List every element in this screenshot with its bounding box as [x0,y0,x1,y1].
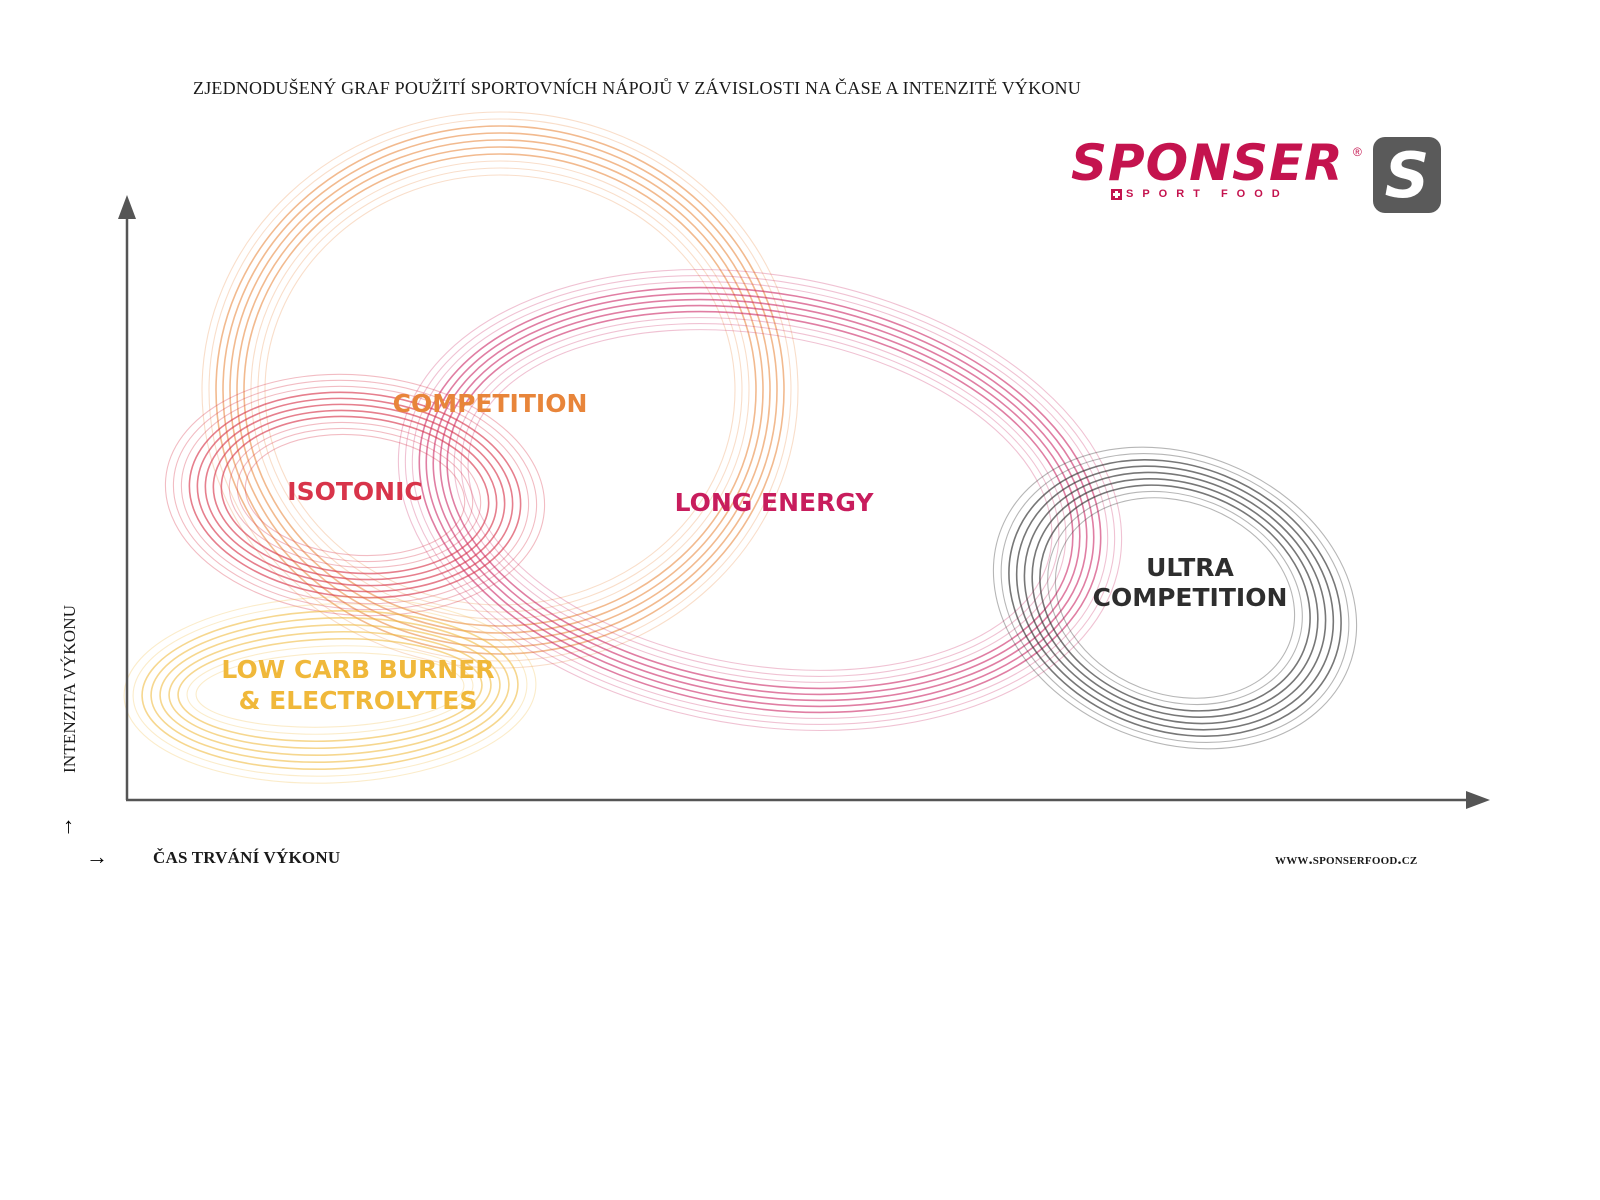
logo-wordmark: SPONSER [1071,134,1344,192]
isotonic-ring [228,421,482,569]
logo-tagline: SPORT FOOD [1126,188,1289,200]
isotonic-ring [204,403,506,587]
ultra-competition-ring [1000,452,1350,744]
ultra-competition-label-line-1: ULTRA [1146,553,1234,582]
isotonic-label: ISOTONIC [287,477,422,506]
low-carb-label-line-1: LOW CARB BURNER [221,655,494,684]
long-energy-ring [432,298,1088,702]
x-axis-label: ČAS TRVÁNÍ VÝKONU [153,848,341,867]
long-energy-ring [467,329,1053,671]
competition-ring [215,125,785,655]
long-energy-ring [439,304,1081,696]
ultra-competition-ring [1039,484,1311,712]
competition-ring [257,167,743,613]
isotonic-ring [180,385,530,605]
low-carb-ring [159,623,501,757]
low-carb-ring [186,645,474,735]
ultra-competition-ring [1047,490,1303,706]
long-energy-ring [453,317,1067,683]
ultra-competition-ring [1031,478,1319,718]
ultra-competition-rings [992,446,1358,750]
low-carb-rings [123,596,537,784]
up-arrow-icon: ↑ [63,813,74,838]
competition-ring [236,146,764,634]
isotonic-ring [196,397,514,593]
ultra-competition-ring [1008,459,1342,737]
long-energy-ring [425,292,1095,708]
low-carb-ring [150,616,510,764]
competition-ring [229,139,771,641]
swiss-cross-icon [1111,189,1122,200]
isotonic-ring [244,433,466,557]
x-axis-arrowhead [1466,791,1490,809]
low-carb-ring [132,603,528,777]
competition-ring [201,111,799,669]
sponser-logo: SPONSER ® SPORT FOOD S [1071,137,1451,217]
low-carb-ring [141,609,519,771]
competition-label: COMPETITION [393,389,588,418]
registered-mark: ® [1353,145,1362,159]
competition-ring [250,160,750,620]
long-energy-ring [404,274,1116,726]
ultra-competition-ring [992,446,1358,750]
isotonic-ring [212,409,498,581]
competition-ring [208,118,792,662]
logo-badge-letter: S [1384,139,1430,212]
competition-ring [222,132,778,648]
long-energy-label: LONG ENERGY [675,488,875,517]
low-carb-label-line-2: & ELECTROLYTES [239,686,478,715]
y-axis-arrowhead [118,195,136,219]
isotonic-ring [220,415,490,575]
isotonic-ring [188,391,522,599]
low-carb-ring [123,596,537,784]
low-carb-ring [177,637,483,743]
ultra-competition-ring [1015,465,1335,731]
logo-badge-icon: S [1373,137,1441,213]
axes [118,195,1490,809]
diagram-title: ZJEDNODUŠENÝ GRAF POUŽITÍ SPORTOVNÍCH NÁ… [193,78,1081,98]
competition-ring [264,174,736,606]
ellipse-rings [123,111,1358,784]
website-url[interactable]: www.sponserfood.cz [1275,851,1418,868]
long-energy-ring [460,323,1060,677]
competition-rings [201,111,799,669]
ultra-competition-ring [1054,497,1296,699]
isotonic-ring [236,427,474,563]
y-axis-label: INTENZITA VÝKONU [60,604,79,773]
ultra-competition-ring [1023,471,1327,725]
long-energy-ring [397,268,1123,732]
long-energy-ring [411,281,1109,719]
low-carb-ring [168,630,492,750]
low-carb-ring [195,652,465,728]
isotonic-ring [172,379,538,611]
isotonic-rings [164,373,546,617]
ultra-competition-label-line-2: COMPETITION [1093,583,1288,612]
right-arrow-icon: → [86,844,108,869]
competition-ring [243,153,757,627]
isotonic-ring [164,373,546,617]
long-energy-ring [418,286,1102,714]
